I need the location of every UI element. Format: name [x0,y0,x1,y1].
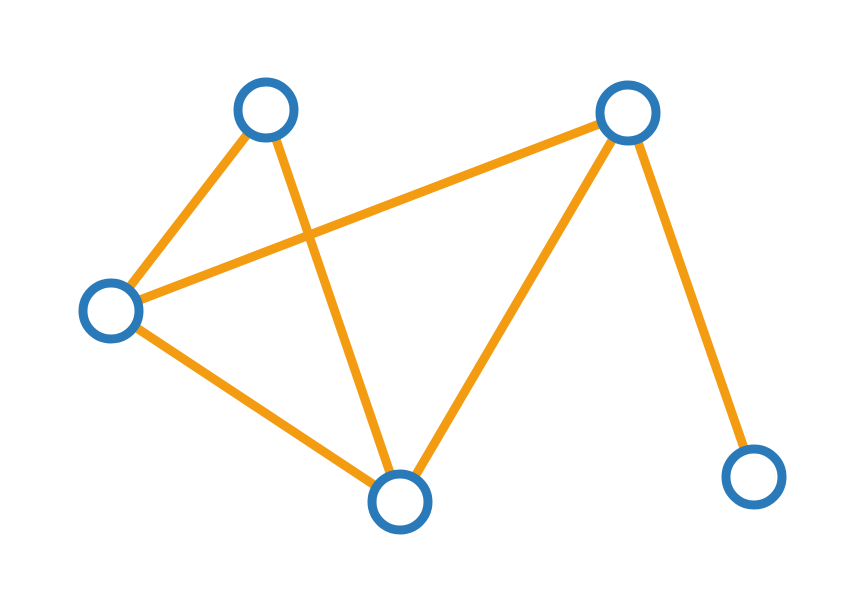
graph-nodes [78,77,787,535]
graph-edge-n3-n2 [109,108,630,316]
graph-edges [107,107,759,506]
graph-edge-n2-n4 [396,110,632,505]
graph-node-n1 [233,77,299,143]
graph-node-n4 [367,469,433,535]
graph-edge-n1-n3 [107,107,270,314]
graph-node-n5 [721,444,787,510]
graph-edge-n2-n5 [623,111,759,479]
graph-edge-n3-n4 [108,307,403,506]
graph-node-n2 [595,80,661,146]
graph-node-n3 [78,278,144,344]
graph-edge-n1-n4 [261,108,405,504]
